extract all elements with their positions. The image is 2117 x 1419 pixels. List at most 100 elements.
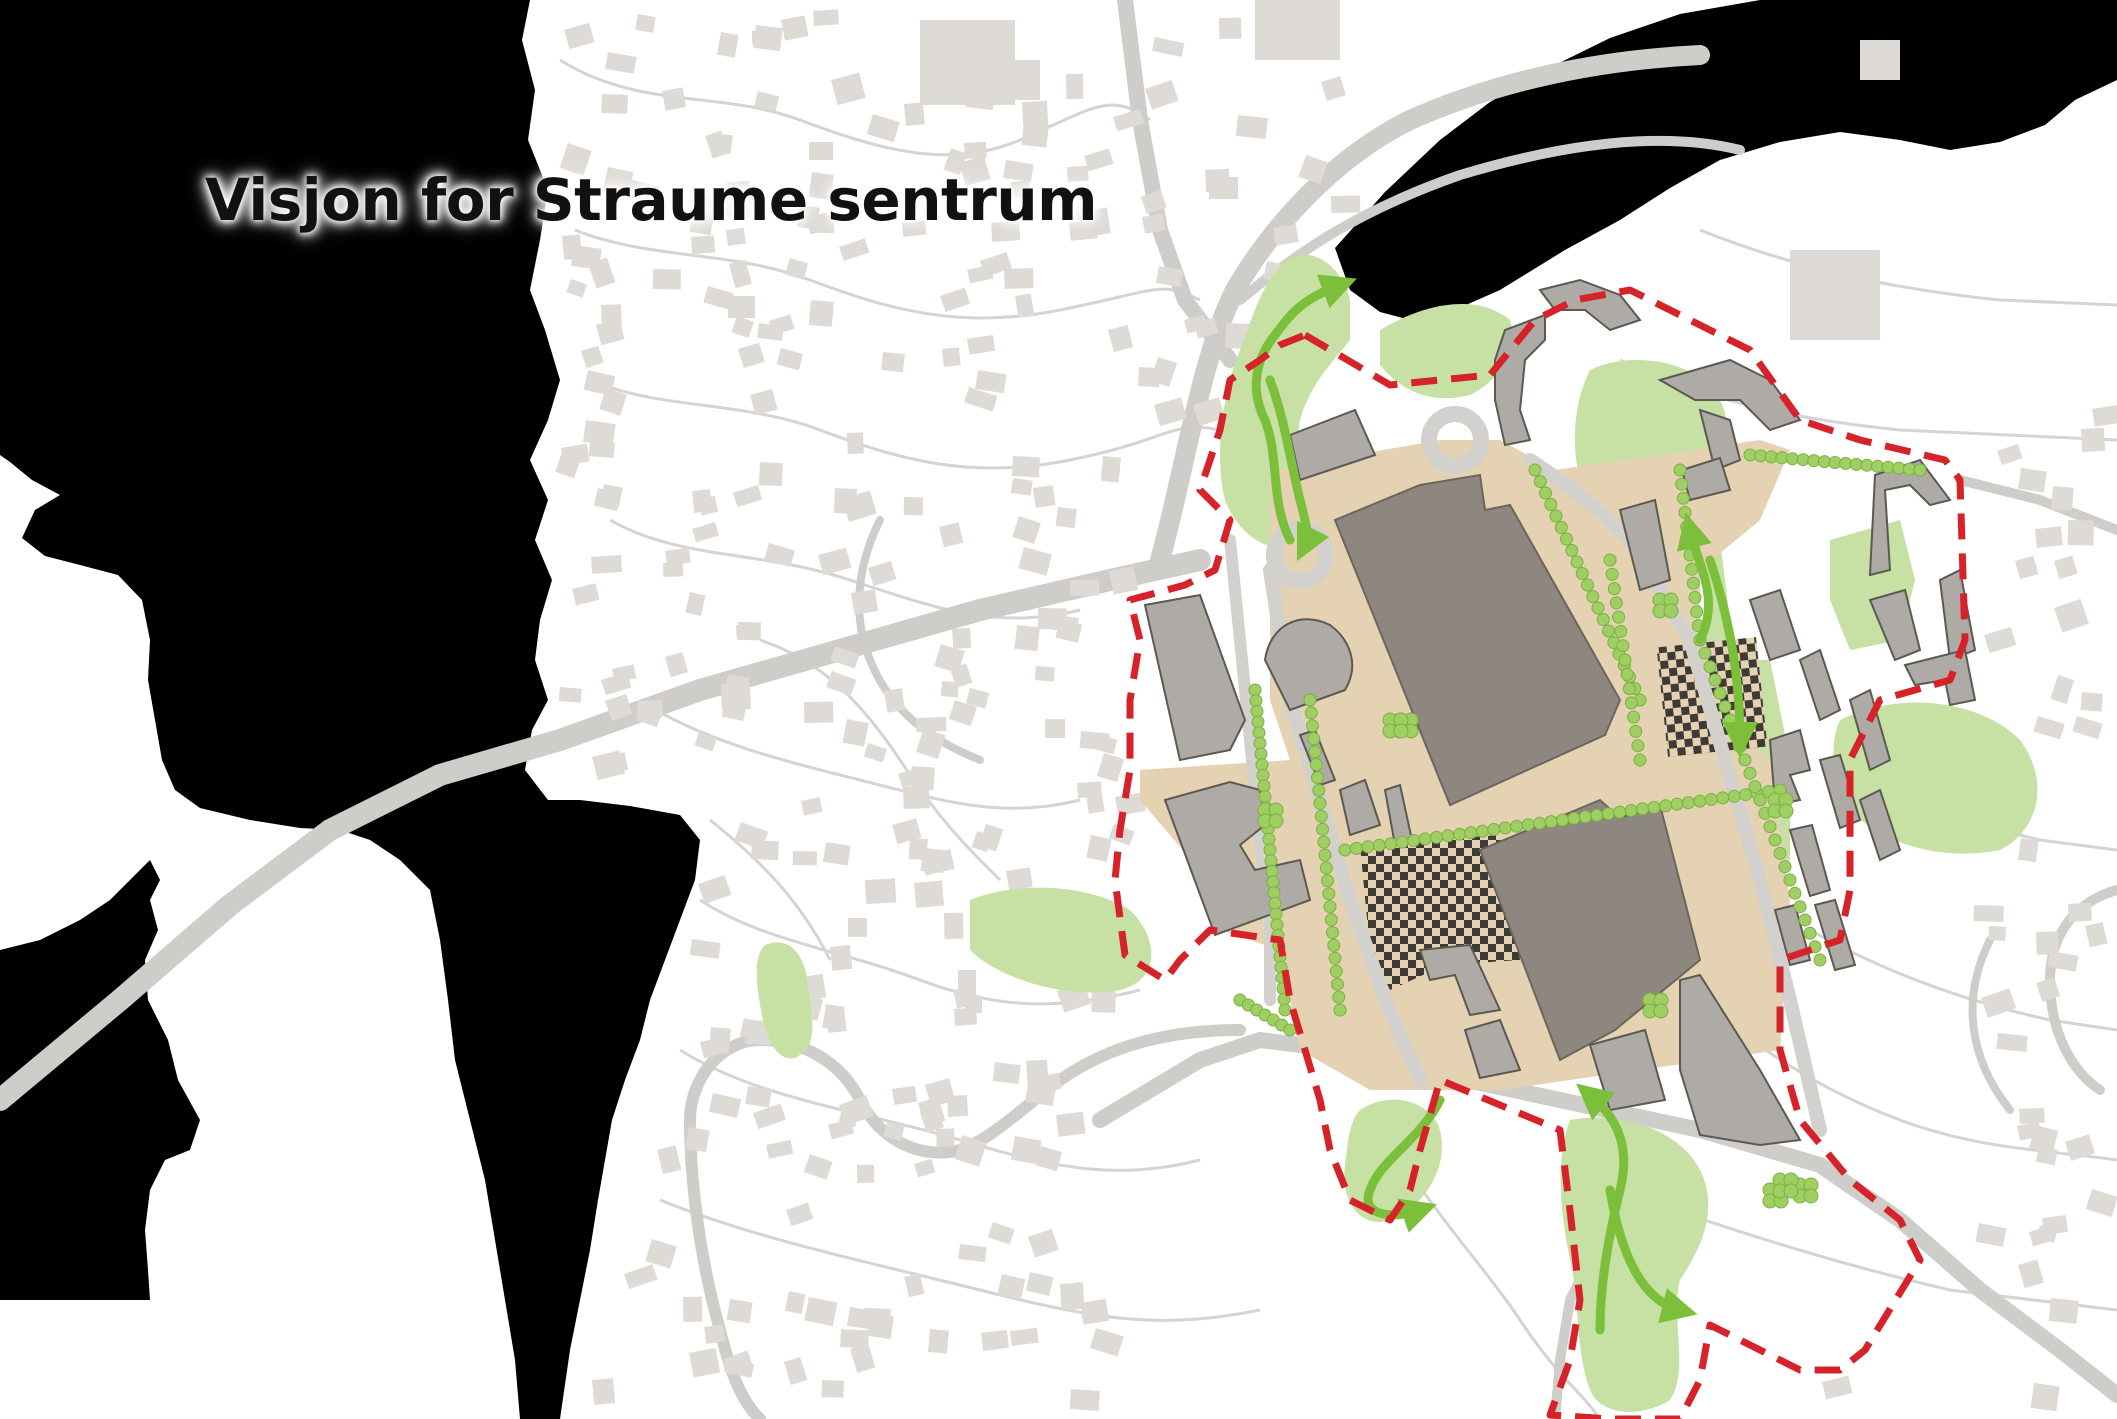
tree-icon — [1253, 736, 1267, 750]
tree-icon — [1278, 1003, 1292, 1017]
house — [685, 591, 706, 617]
tree-icon — [1748, 780, 1762, 794]
house — [1086, 835, 1112, 862]
house — [948, 700, 977, 727]
tree-icon — [1304, 706, 1318, 720]
tree-icon — [1738, 753, 1752, 767]
tree-icon — [1603, 553, 1617, 567]
planned-block-west — [1143, 593, 1247, 762]
house — [1055, 1111, 1086, 1137]
house — [914, 1158, 936, 1178]
island-small-2 — [128, 474, 176, 512]
house — [967, 334, 996, 355]
industrial-building — [1255, 0, 1340, 60]
tree-icon — [1567, 811, 1581, 825]
road-east — [1955, 475, 2117, 535]
planned-block-south-l — [1418, 943, 1502, 1017]
house — [841, 490, 877, 522]
house — [689, 1347, 721, 1378]
tree-icon — [1265, 864, 1279, 878]
house — [934, 644, 965, 674]
house — [571, 583, 600, 606]
house — [2065, 1134, 2095, 1162]
house — [916, 716, 947, 732]
house — [792, 851, 817, 866]
planned-buildings — [1143, 278, 1977, 1147]
island-small-1 — [206, 426, 292, 478]
house — [940, 681, 959, 698]
house — [2050, 675, 2075, 705]
industrial-building — [1000, 60, 1040, 100]
tree-icon — [1441, 829, 1455, 843]
house — [2053, 598, 2089, 633]
planned-block-mid-2 — [1618, 498, 1672, 592]
house — [1981, 988, 2017, 1018]
tree-icon — [1670, 797, 1684, 811]
house — [1075, 203, 1099, 227]
house — [757, 322, 784, 341]
house — [1080, 1298, 1110, 1325]
tree-icon — [1319, 861, 1333, 875]
house — [728, 296, 755, 318]
house — [2033, 716, 2065, 740]
green-southwest — [756, 942, 813, 1059]
house — [2050, 486, 2074, 511]
tree-icon — [1783, 873, 1797, 887]
house — [1022, 100, 1049, 126]
tree-icon — [1262, 832, 1276, 846]
industrial-building — [1790, 250, 1880, 340]
residential-houses — [555, 9, 2117, 1412]
tree-icon — [1798, 913, 1812, 927]
house — [726, 227, 746, 246]
house — [786, 1202, 814, 1227]
planned-block-mid-3 — [1748, 588, 1802, 662]
tree-icon — [1607, 582, 1621, 596]
house — [1065, 73, 1084, 99]
house — [2035, 526, 2063, 548]
house — [847, 432, 864, 454]
tree-icon — [1678, 506, 1692, 519]
tree-icon — [1329, 964, 1343, 978]
tree-icon — [1813, 953, 1827, 967]
house — [1140, 190, 1167, 215]
tree-icon — [1407, 834, 1421, 847]
house — [1988, 926, 2006, 941]
house — [739, 1018, 764, 1042]
house — [1010, 1135, 1042, 1165]
house — [704, 130, 729, 159]
house — [987, 1222, 1015, 1245]
house — [665, 547, 691, 566]
house — [564, 22, 595, 50]
house — [689, 939, 721, 959]
tree-icon — [1570, 555, 1584, 569]
house — [821, 1380, 844, 1398]
house — [803, 1154, 833, 1180]
planned-block-u-east — [1903, 648, 1977, 707]
house — [591, 554, 623, 574]
house — [2054, 555, 2078, 580]
house — [605, 52, 637, 74]
tree-icon — [1578, 810, 1592, 824]
house — [958, 1244, 987, 1263]
house — [884, 688, 906, 713]
tree-icon — [1627, 710, 1641, 724]
house — [848, 918, 867, 937]
house — [662, 87, 687, 111]
house — [1004, 267, 1034, 289]
house — [809, 142, 833, 160]
house — [883, 1121, 905, 1141]
tree-icon — [1616, 639, 1630, 653]
tree-icon — [1581, 578, 1594, 592]
main-highway — [0, 549, 1211, 1111]
house — [1298, 155, 1328, 185]
house — [1091, 988, 1116, 1013]
house — [559, 143, 592, 176]
house — [1052, 615, 1079, 633]
industrial-building — [920, 20, 1015, 105]
green-lake-edge — [1380, 303, 1513, 399]
house — [863, 743, 888, 763]
tree-icon — [1487, 823, 1501, 836]
house — [1142, 213, 1166, 234]
house — [804, 701, 834, 723]
house — [1025, 1077, 1057, 1107]
